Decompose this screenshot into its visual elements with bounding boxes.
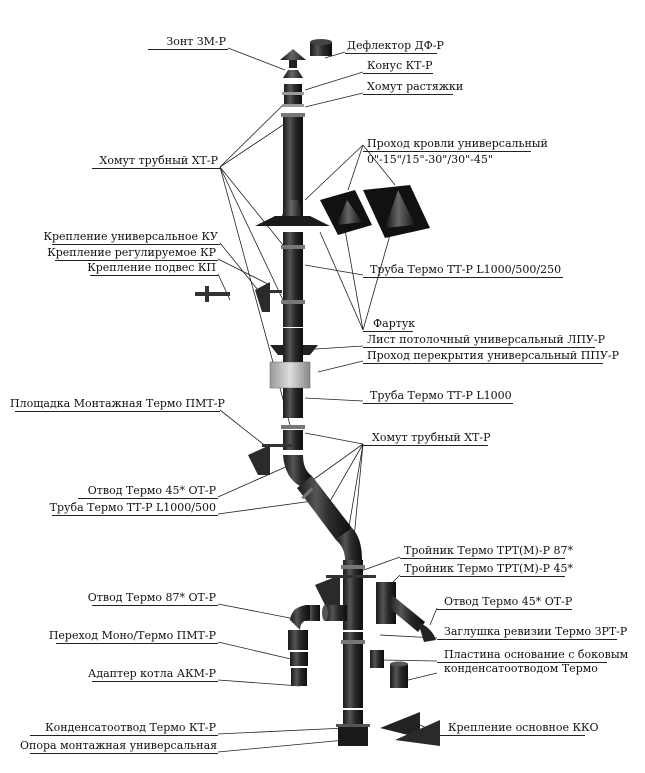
underline	[363, 347, 595, 348]
underline	[363, 363, 603, 364]
pipe-stack	[195, 39, 440, 746]
label-prokhod-ppu: Проход перекрытия универсальный ППУ-Р	[367, 349, 620, 362]
label-prokhod-krovli-angles: 0"-15"/15"-30"/30"-45"	[367, 153, 493, 166]
label-fartuk: Фартук	[373, 317, 416, 330]
label-otvod-45-left: Отвод Термо 45* ОТ-Р	[87, 484, 216, 497]
underline	[400, 576, 565, 577]
underline	[363, 331, 413, 332]
underline	[55, 260, 218, 261]
underline	[90, 275, 218, 276]
label-plastina-1: Пластина основание с боковым	[444, 648, 629, 661]
underline	[363, 94, 453, 95]
label-truba-tt-mid: Труба Термо ТТ-Р L1000/500	[49, 501, 216, 514]
label-khomut-rast: Хомут растяжки	[367, 80, 464, 93]
underline	[363, 277, 563, 278]
label-troynik-45: Тройник Термо ТРТ(М)-Р 45*	[404, 562, 573, 575]
underline	[15, 411, 220, 412]
label-prokhod-krovli: Проход кровли универсальный	[367, 137, 548, 150]
label-kreplenie-ku: Крепление универсальное КУ	[43, 230, 218, 243]
label-konus: Конус КТ-Р	[367, 59, 433, 72]
underline	[437, 662, 607, 663]
label-otvod-87: Отвод Термо 87* ОТ-Р	[87, 591, 216, 604]
underline	[437, 609, 572, 610]
label-otvod-45-right: Отвод Термо 45* ОТ-Р	[444, 595, 573, 608]
label-kreplenie-kp: Крепление подвес КП	[87, 261, 216, 274]
underline	[148, 49, 228, 50]
label-perekhod: Переход Моно/Термо ПМТ-Р	[48, 629, 216, 642]
label-opora: Опора монтажная универсальная	[20, 739, 218, 752]
label-deflektor: Дефлектор ДФ-Р	[347, 39, 444, 52]
underline	[92, 605, 218, 606]
underline	[52, 515, 218, 516]
label-kreplenie-kr: Крепление регулируемое КР	[47, 246, 216, 259]
underline	[440, 735, 585, 736]
underline	[363, 445, 488, 446]
underline	[30, 735, 218, 736]
underline	[363, 73, 433, 74]
label-kreplenie-kko: Крепление основное ККО	[448, 721, 599, 734]
label-truba-tt-l1000: Труба Термо ТТ-Р L1000	[370, 389, 512, 402]
underline	[363, 403, 513, 404]
underline	[345, 53, 437, 54]
label-khomut-trub-top: Хомут трубный ХТ-Р	[99, 154, 219, 167]
underline	[92, 168, 220, 169]
underline	[400, 558, 565, 559]
label-truba-tt-top: Труба Термо ТТ-Р L1000/500/250	[370, 263, 562, 276]
label-plastina-2: конденсатоотводом Термо	[444, 662, 598, 675]
label-zont: Зонт ЗМ-Р	[166, 35, 226, 48]
underline	[92, 681, 218, 682]
label-zaglushka: Заглушка ревизии Термо ЗРТ-Р	[444, 625, 628, 638]
underline	[363, 151, 531, 152]
label-kondensatootvod: Конденсатоотвод Термо КТ-Р	[45, 721, 216, 734]
underline	[437, 639, 617, 640]
label-troynik-87: Тройник Термо ТРТ(М)-Р 87*	[404, 544, 573, 557]
underline	[52, 244, 220, 245]
label-khomut-trub-mid: Хомут трубный ХТ-Р	[372, 431, 491, 444]
underline	[30, 753, 218, 754]
label-ploshchadka: Площадка Монтажная Термо ПМТ-Р	[10, 397, 225, 410]
underline	[56, 643, 218, 644]
label-list-lpu: Лист потолочный универсальный ЛПУ-Р	[367, 333, 606, 346]
label-adapter: Адаптер котла АКМ-Р	[88, 667, 216, 680]
underline	[78, 498, 218, 499]
